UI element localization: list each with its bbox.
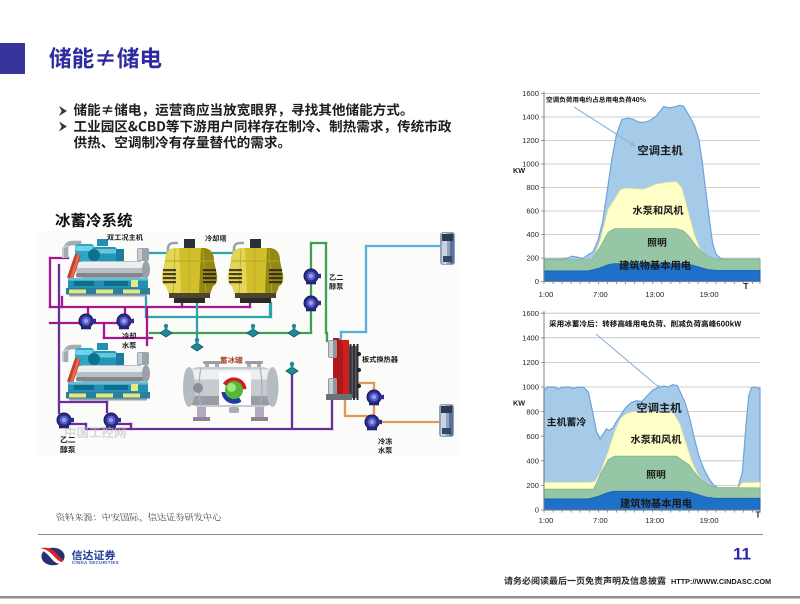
svg-text:1200: 1200 xyxy=(522,358,539,367)
svg-text:1:00: 1:00 xyxy=(539,290,554,299)
svg-text:800: 800 xyxy=(526,183,539,192)
svg-text:600: 600 xyxy=(526,432,539,441)
svg-text:1600: 1600 xyxy=(522,309,539,318)
svg-text:KW: KW xyxy=(513,166,525,175)
svg-text:600: 600 xyxy=(526,207,539,216)
svg-text:0: 0 xyxy=(535,277,539,286)
svg-text:1400: 1400 xyxy=(522,113,539,122)
svg-text:1:00: 1:00 xyxy=(539,516,554,525)
svg-text:200: 200 xyxy=(526,481,539,490)
svg-text:800: 800 xyxy=(526,407,539,416)
svg-text:CINDA SECURITIES: CINDA SECURITIES xyxy=(72,560,119,565)
svg-text:11: 11 xyxy=(733,545,751,564)
svg-text:T: T xyxy=(756,511,761,520)
svg-text:7:00: 7:00 xyxy=(593,290,608,299)
svg-text:200: 200 xyxy=(526,254,539,263)
svg-text:1400: 1400 xyxy=(522,334,539,343)
svg-text:1600: 1600 xyxy=(522,89,539,98)
svg-text:19:00: 19:00 xyxy=(700,290,719,299)
svg-text:13:00: 13:00 xyxy=(645,516,664,525)
svg-text:0: 0 xyxy=(535,506,539,515)
svg-text:1000: 1000 xyxy=(522,383,539,392)
svg-text:19:00: 19:00 xyxy=(700,516,719,525)
svg-text:13:00: 13:00 xyxy=(645,290,664,299)
svg-text:HTTP://WWW.CINDASC.COM: HTTP://WWW.CINDASC.COM xyxy=(671,577,771,586)
svg-text:400: 400 xyxy=(526,230,539,239)
svg-text:1000: 1000 xyxy=(522,160,539,169)
svg-text:1200: 1200 xyxy=(522,136,539,145)
svg-text:7:00: 7:00 xyxy=(593,516,608,525)
svg-text:T: T xyxy=(744,282,749,291)
svg-text:400: 400 xyxy=(526,457,539,466)
svg-text:KW: KW xyxy=(513,399,525,408)
